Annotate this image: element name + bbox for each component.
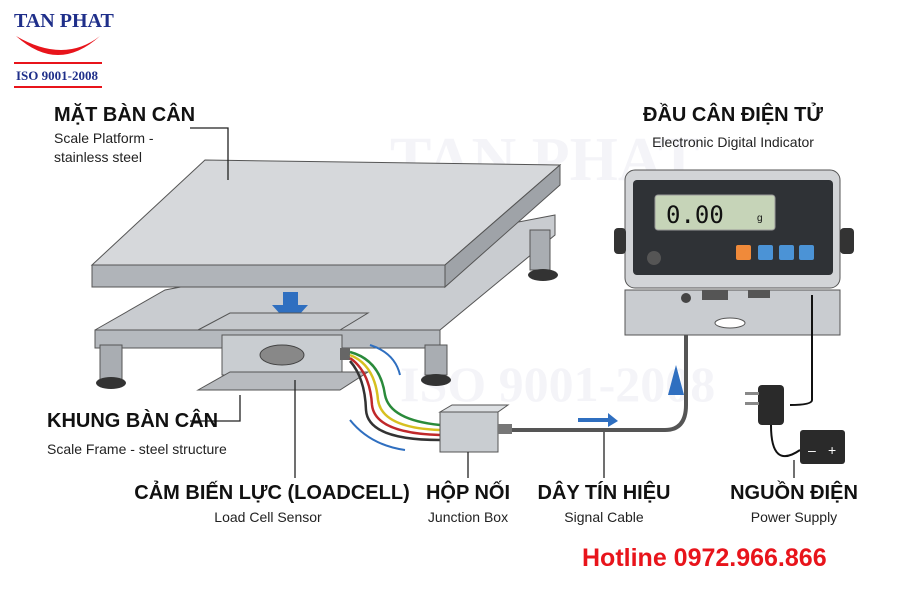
watermark-cert: ISO 9001-2008: [400, 356, 716, 412]
logo-cert: ISO 9001-2008: [16, 68, 98, 83]
power-title: NGUỒN ĐIỆN: [730, 482, 858, 504]
junction-sub: Junction Box: [427, 509, 509, 525]
platform-sub1: Scale Platform -: [54, 130, 154, 146]
frame-sub: Scale Frame - steel structure: [47, 441, 227, 457]
indicator-sub: Electronic Digital Indicator: [652, 134, 814, 150]
platform-sub2: stainless steel: [54, 149, 142, 165]
battery: – +: [800, 430, 845, 464]
hotline: Hotline 0972.966.866: [582, 544, 827, 572]
power-sub: Power Supply: [750, 509, 838, 525]
power-adapter: [745, 385, 784, 425]
indicator-title: ĐẦU CÂN ĐIỆN TỬ: [643, 104, 823, 126]
loadcell-title: CẢM BIẾN LỰC (LOADCELL): [134, 482, 410, 504]
loadcell-sub: Load Cell Sensor: [214, 509, 322, 525]
indicator-reading: 0.00: [666, 201, 724, 229]
signal-cable: [512, 300, 688, 432]
scale-platform: [90, 159, 562, 289]
digital-indicator: [614, 169, 854, 336]
logo-swoosh: [14, 36, 102, 88]
cable-title: DÂY TÍN HIỆU: [537, 482, 671, 504]
logo-name: TAN PHAT: [14, 10, 114, 32]
indicator-unit: g: [757, 213, 763, 224]
svg-text:+: +: [828, 442, 836, 458]
svg-text:–: –: [808, 442, 816, 458]
load-cell: [196, 312, 370, 391]
platform-title: MẶT BÀN CÂN: [54, 104, 196, 126]
frame-title: KHUNG BÀN CÂN: [47, 410, 219, 432]
junction-box: [438, 404, 512, 453]
load-cell-wires: [349, 350, 441, 442]
force-arrow: [272, 292, 308, 325]
cable-sub: Signal Cable: [564, 509, 644, 525]
junction-title: HỘP NỐI: [425, 482, 511, 504]
